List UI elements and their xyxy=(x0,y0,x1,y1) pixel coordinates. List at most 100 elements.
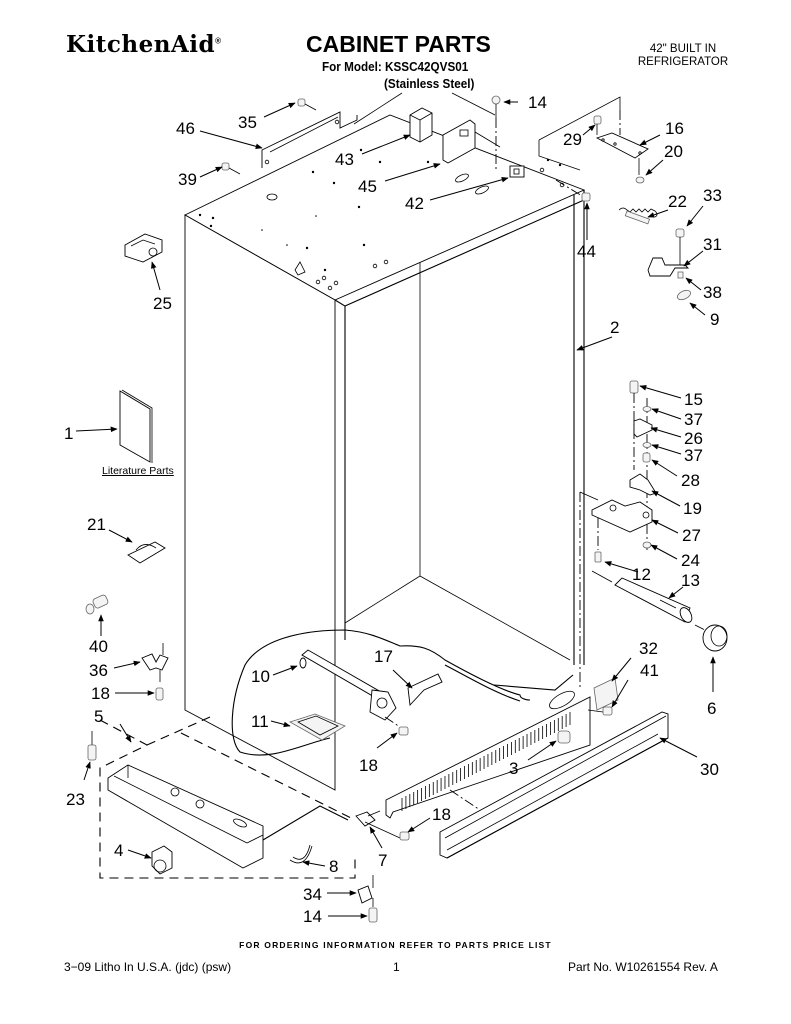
model-leader-lines xyxy=(353,92,496,125)
callout-26: 26 xyxy=(684,429,703,448)
part-27-plate xyxy=(591,499,653,533)
callout-45: 45 xyxy=(358,177,377,196)
callout-16: 16 xyxy=(665,119,684,138)
callout-18-a: 18 xyxy=(91,684,110,703)
callout-36: 36 xyxy=(89,661,108,680)
part-11-pad xyxy=(289,713,346,741)
callout-15: 15 xyxy=(684,390,703,409)
part-18-screw-b xyxy=(384,716,409,736)
part-41-screw xyxy=(587,706,613,716)
callout-25: 25 xyxy=(153,294,172,313)
callout-46: 46 xyxy=(176,119,195,138)
page-title: CABINET PARTS xyxy=(306,31,491,57)
ordering-note: FOR ORDERING INFORMATION REFER TO PARTS … xyxy=(239,940,552,950)
callout-4: 4 xyxy=(114,841,123,860)
callout-27: 27 xyxy=(682,526,701,545)
part-31-bracket xyxy=(647,257,690,277)
part-7-bracket xyxy=(355,810,401,839)
product-line-1: 42" BUILT IN xyxy=(649,43,717,55)
part-43-housing xyxy=(409,107,433,143)
callout-40: 40 xyxy=(89,637,108,656)
part-32-shield xyxy=(593,677,619,711)
registered-mark: ® xyxy=(215,36,222,46)
part-46-top-bracket xyxy=(261,111,358,168)
part-29-screw xyxy=(593,115,602,135)
callout-20: 20 xyxy=(664,142,683,161)
part-26-plate xyxy=(633,418,653,438)
callout-37-a: 37 xyxy=(684,410,703,429)
part-5-base-frame xyxy=(99,716,356,879)
part-6-filter-cap xyxy=(694,624,728,652)
callout-6: 6 xyxy=(707,699,716,718)
part-toe-grille xyxy=(385,690,591,819)
callout-18-c: 18 xyxy=(432,805,451,824)
callout-39: 39 xyxy=(178,170,197,189)
callout-14-top: 14 xyxy=(528,93,547,112)
part-39-screw xyxy=(221,162,241,175)
callout-37-b: 37 xyxy=(684,446,703,465)
callout-21: 21 xyxy=(87,515,106,534)
callout-41: 41 xyxy=(640,661,659,680)
literature-parts-label: Literature Parts xyxy=(102,465,174,477)
part-16-hinge xyxy=(538,96,649,171)
callout-2: 2 xyxy=(610,318,619,337)
callout-10: 10 xyxy=(251,667,270,686)
product-description: 42" BUILT IN REFRIGERATOR xyxy=(620,43,746,69)
part-1-literature xyxy=(119,389,153,463)
callout-19: 19 xyxy=(683,499,702,518)
callout-30: 30 xyxy=(700,760,719,779)
part-44-screw xyxy=(555,179,591,202)
part-22-spring xyxy=(618,207,658,225)
part-19-plate xyxy=(629,473,657,496)
model-line: For Model: KSSC42QVS01 xyxy=(322,59,469,74)
callout-9: 9 xyxy=(710,310,719,329)
callout-35: 35 xyxy=(238,113,257,132)
part-24-washer xyxy=(642,541,652,549)
part-36-bracket xyxy=(141,643,169,682)
part-37-washer-b xyxy=(642,442,652,448)
part-42-switch xyxy=(509,165,525,178)
part-21-clip xyxy=(127,541,166,564)
hinge-assembly xyxy=(579,380,657,690)
callout-23: 23 xyxy=(66,790,85,809)
page-number: 1 xyxy=(393,960,400,974)
callout-18-b: 18 xyxy=(359,756,378,775)
callout-44: 44 xyxy=(577,242,596,261)
callout-3: 3 xyxy=(509,759,518,778)
part-34-bracket xyxy=(357,875,374,907)
callout-34: 34 xyxy=(303,885,322,904)
part-40-bushing xyxy=(85,594,109,615)
part-4-caster xyxy=(151,845,173,875)
callout-32: 32 xyxy=(639,639,658,658)
callout-14-bottom: 14 xyxy=(303,907,322,926)
part-35-screw xyxy=(297,98,317,111)
callout-43: 43 xyxy=(335,150,354,169)
part-14-screw-bottom xyxy=(368,907,378,923)
callout-8: 8 xyxy=(329,857,338,876)
print-info: 3−09 Litho In U.S.A. (jdc) (psw) xyxy=(64,960,232,974)
part-3-clip xyxy=(557,730,571,744)
part-17-bracket xyxy=(407,673,443,707)
part-38-bushing xyxy=(677,271,684,279)
callout-1: 1 xyxy=(64,424,73,443)
wiring-harness-outline xyxy=(231,629,574,756)
part-number: Part No. W10261554 Rev. A xyxy=(568,960,718,974)
brand-logo: KitchenAid® xyxy=(66,31,222,58)
part-8-tube xyxy=(289,844,313,864)
part-14-screw-top xyxy=(491,95,501,170)
part-20-pin xyxy=(635,158,645,184)
callout-22: 22 xyxy=(668,192,687,211)
part-37-washer-a xyxy=(642,406,652,412)
part-18-screw-a xyxy=(155,687,164,701)
callout-28: 28 xyxy=(681,471,700,490)
cabinet-body xyxy=(184,114,586,791)
callout-33: 33 xyxy=(703,186,722,205)
callout-5: 5 xyxy=(94,707,103,726)
part-13-filter-housing xyxy=(591,570,693,623)
product-line-2: REFRIGERATOR xyxy=(637,56,729,68)
part-25-bracket xyxy=(124,233,163,263)
part-30-kickplate xyxy=(439,711,669,859)
part-18-screw-c xyxy=(399,831,410,841)
callout-arrows xyxy=(75,99,716,919)
